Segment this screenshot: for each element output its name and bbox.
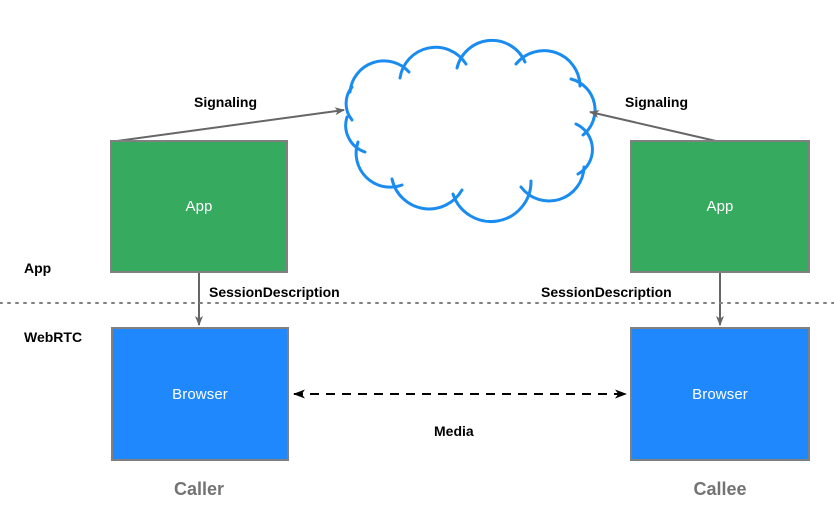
callee-signaling-label: Signaling xyxy=(625,94,688,110)
callee-signaling-arrow xyxy=(589,110,717,142)
signaling-cloud-icon xyxy=(344,38,597,223)
callee-browser-box[interactable]: Browser xyxy=(630,327,810,461)
webrtc-layer-label: WebRTC xyxy=(24,329,83,345)
media-label: Media xyxy=(434,423,474,439)
caller-browser-label: Browser xyxy=(172,385,228,403)
callee-role-label: Callee xyxy=(693,479,747,499)
caller-sessiondescription-label: SessionDescription xyxy=(209,284,340,300)
caller-app-label: App xyxy=(185,198,213,215)
callee-app-box[interactable]: App xyxy=(630,140,810,273)
caller-browser-box[interactable]: Browser xyxy=(111,327,289,461)
app-layer-label: App xyxy=(24,260,52,276)
callee-browser-label: Browser xyxy=(692,385,748,403)
callee-sessiondescription-label: SessionDescription xyxy=(541,284,672,300)
caller-signaling-arrow xyxy=(116,107,345,142)
caller-signaling-label: Signaling xyxy=(194,94,257,110)
caller-role-label: Caller xyxy=(173,479,225,499)
callee-app-label: App xyxy=(706,198,734,215)
caller-app-box[interactable]: App xyxy=(110,140,288,273)
